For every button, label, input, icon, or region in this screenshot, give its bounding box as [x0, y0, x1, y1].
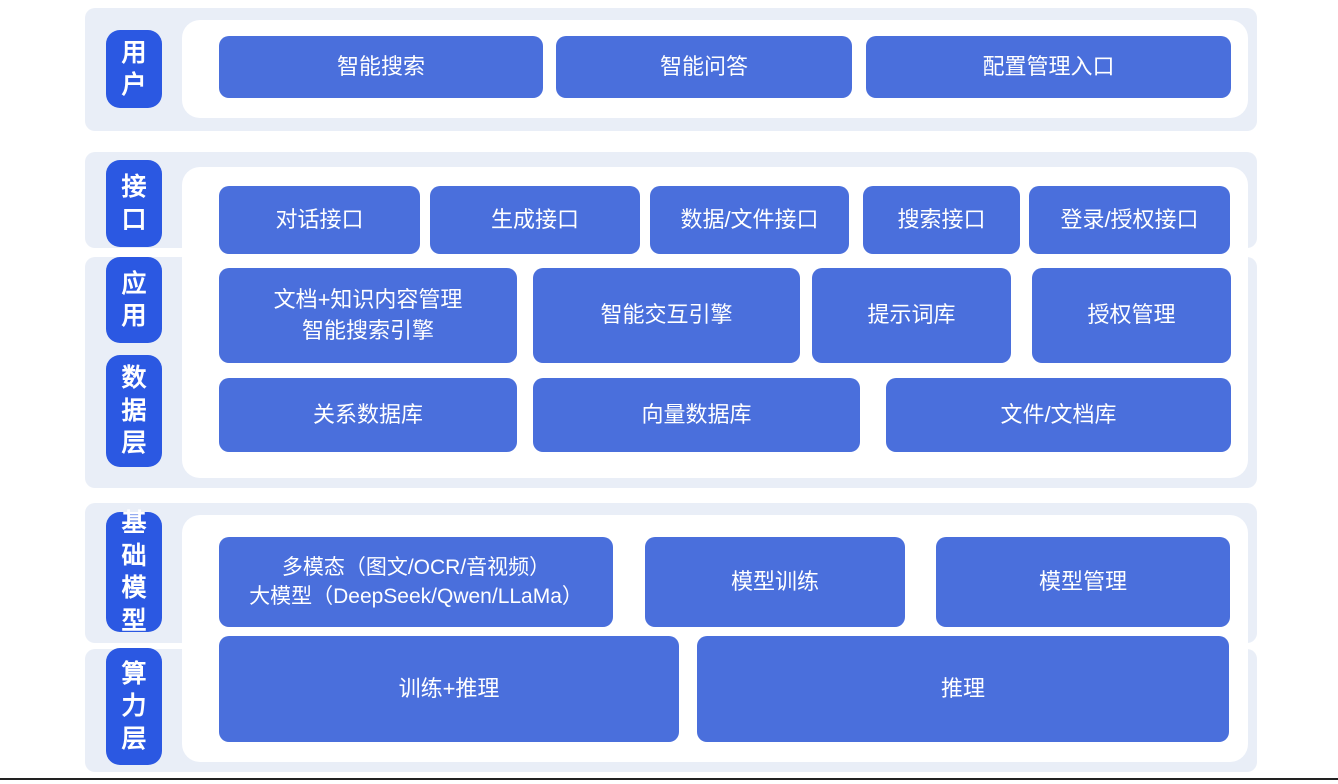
layer-label-interface: 接 口	[106, 160, 162, 247]
layer-label-compute: 算 力 层	[106, 648, 162, 765]
layer-label-user: 用 户	[106, 30, 162, 108]
box-smart-qa: 智能问答	[556, 36, 852, 98]
box-auth-management: 授权管理	[1032, 268, 1231, 363]
box-relational-db: 关系数据库	[219, 378, 517, 452]
box-generation-api: 生成接口	[430, 186, 640, 254]
box-login-auth-api: 登录/授权接口	[1029, 186, 1230, 254]
box-dialog-api: 对话接口	[219, 186, 420, 254]
box-inference: 推理	[697, 636, 1229, 742]
box-multimodal-llm: 多模态（图文/OCR/音视频） 大模型（DeepSeek/Qwen/LLaMa）	[219, 537, 613, 627]
box-interaction-engine: 智能交互引擎	[533, 268, 800, 363]
box-model-training: 模型训练	[645, 537, 905, 627]
box-training-plus-inference: 训练+推理	[219, 636, 679, 742]
layer-label-data: 数 据 层	[106, 355, 162, 467]
box-vector-db: 向量数据库	[533, 378, 860, 452]
box-prompt-library: 提示词库	[812, 268, 1011, 363]
box-config-management-entry: 配置管理入口	[866, 36, 1231, 98]
layer-label-foundation-model: 基 础 模 型	[106, 509, 162, 635]
box-smart-search: 智能搜索	[219, 36, 543, 98]
layer-label-application: 应 用	[106, 257, 162, 343]
box-file-doc-store: 文件/文档库	[886, 378, 1231, 452]
box-doc-knowledge-search-engine: 文档+知识内容管理 智能搜索引擎	[219, 268, 517, 363]
box-data-file-api: 数据/文件接口	[650, 186, 849, 254]
box-model-management: 模型管理	[936, 537, 1230, 627]
box-search-api: 搜索接口	[863, 186, 1020, 254]
bottom-border-line	[0, 778, 1338, 780]
